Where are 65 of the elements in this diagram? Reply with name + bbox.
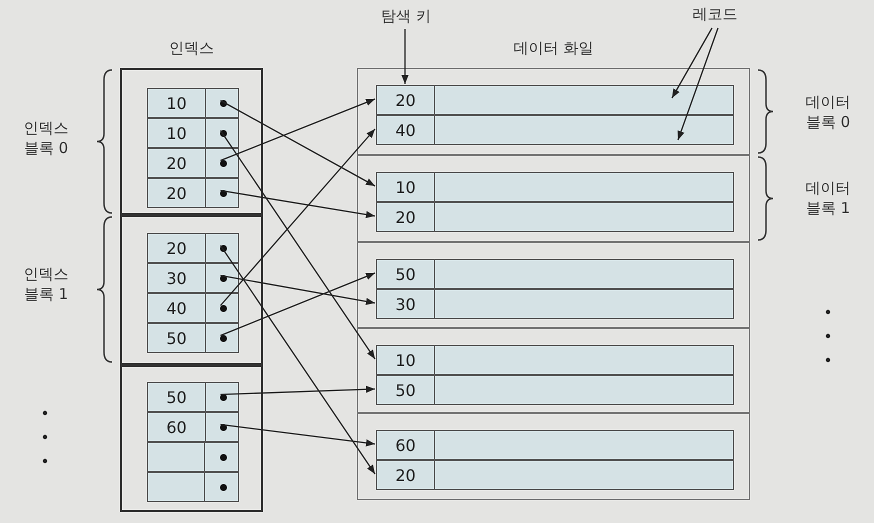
index-block: [120, 215, 263, 365]
leader-arrow: [671, 28, 713, 98]
data-record: [376, 85, 734, 115]
key-value: 10: [148, 119, 206, 147]
index-entry: [147, 472, 239, 502]
frame-title: 데이터 화일: [512, 38, 594, 58]
key-value: 50: [148, 383, 206, 411]
key-value: 20: [377, 86, 435, 114]
key-value: 20: [148, 179, 206, 207]
index-entry: [147, 178, 239, 208]
key-value: 20: [148, 234, 206, 262]
key-value: 40: [148, 294, 206, 322]
key-value: 50: [377, 260, 435, 288]
pointer-arrow: [220, 190, 376, 218]
leader-arrow: [677, 28, 719, 140]
data-record: [376, 345, 734, 375]
key-value: 20: [377, 203, 435, 231]
data-record: [376, 172, 734, 202]
index-entry: [147, 233, 239, 263]
data-block: [357, 328, 750, 413]
data-block-label: 데이터 블록 0: [804, 92, 852, 132]
data-record: [376, 460, 734, 490]
data-record: [376, 115, 734, 145]
frame-title: 인덱스: [168, 38, 215, 58]
index-block-label: 인덱스 블록 0: [22, 118, 70, 158]
index-block-label: 인덱스 블록 1: [22, 264, 70, 304]
key-value: 50: [377, 376, 435, 404]
pointer-arrow: [220, 245, 376, 474]
data-record: [376, 202, 734, 232]
key-value: 60: [377, 431, 435, 459]
key-value: 20: [148, 149, 206, 177]
pointer-arrow: [220, 98, 376, 162]
pointer-arrow: [220, 386, 376, 396]
pointer-arrow: [220, 424, 376, 446]
key-value: 60: [148, 413, 206, 441]
data-block: [357, 242, 750, 328]
index-entry: [147, 323, 239, 353]
index-entry: [147, 442, 239, 472]
key-value: 30: [377, 290, 435, 318]
key-value: 10: [148, 89, 206, 117]
index-entry: [147, 88, 239, 118]
data-record: [376, 259, 734, 289]
data-block-label: 데이터 블록 1: [804, 178, 852, 218]
pointer-arrow: [220, 274, 376, 305]
record-label: 레코드: [692, 4, 738, 24]
data-record: [376, 430, 734, 460]
pointer-arrow: [220, 272, 376, 336]
index-entry: [147, 412, 239, 442]
index-entry: [147, 382, 239, 412]
key-value: 10: [377, 346, 435, 374]
key-value: 20: [377, 461, 435, 489]
index-entry: [147, 293, 239, 323]
index-entry: [147, 263, 239, 293]
search-key-label: 탐색 키: [380, 6, 432, 26]
key-value: 30: [148, 264, 206, 292]
data-record: [376, 289, 734, 319]
key-value: 10: [377, 173, 435, 201]
index-entry: [147, 118, 239, 148]
index-entry: [147, 148, 239, 178]
data-block: [357, 155, 750, 242]
key-value: 50: [148, 324, 206, 352]
leader-arrow: [401, 29, 409, 84]
pointer-arrow: [220, 100, 376, 187]
key-value: 40: [377, 116, 435, 144]
data-record: [376, 375, 734, 405]
